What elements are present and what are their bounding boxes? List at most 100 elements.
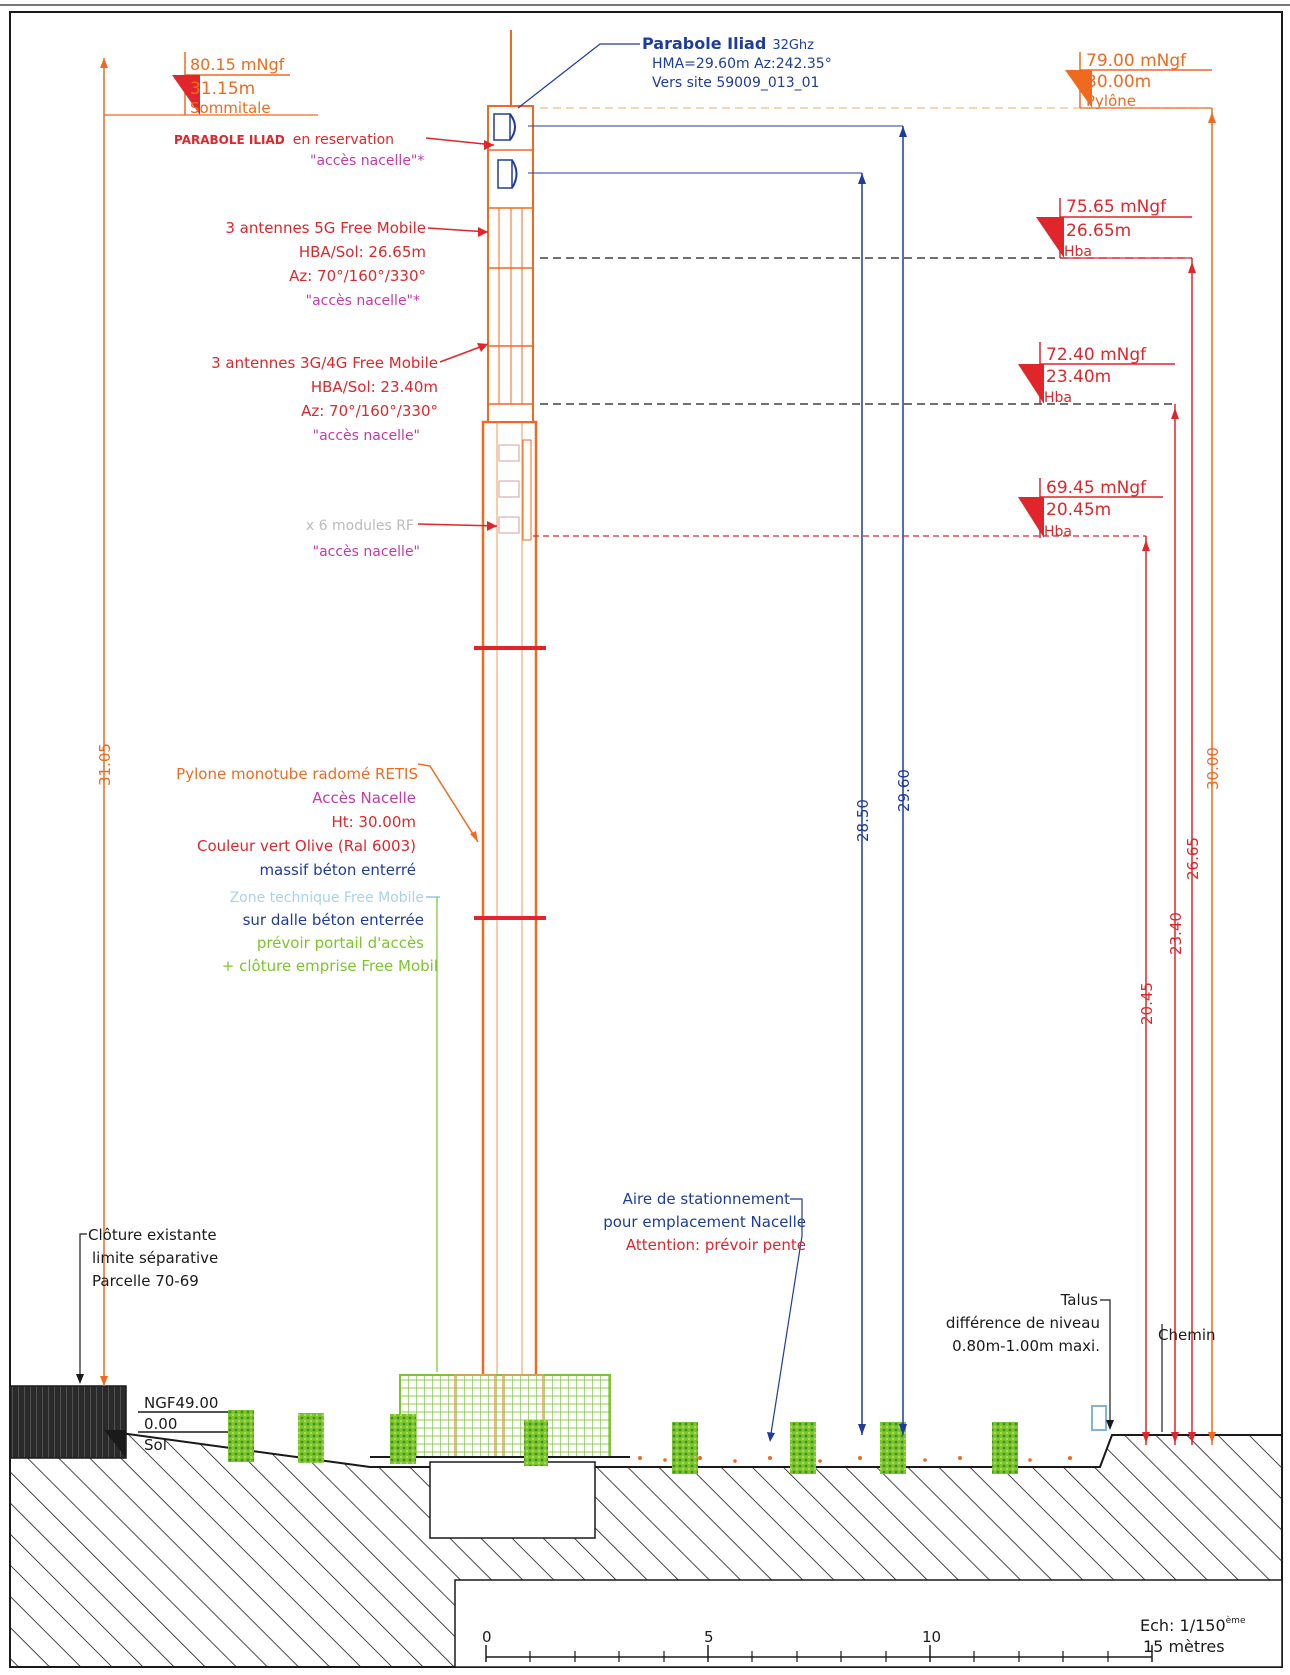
level-hba-4g-height: 23.40m [1046,367,1111,387]
ant5g-line4: "accès nacelle"* [306,293,420,309]
dim-26-65: 26.65 [540,257,1202,1445]
level-hba-rf-ngf: 69.45 mNgf [1046,478,1147,498]
scale-label-5: 5 [704,1628,714,1646]
dim-label-28-50: 28.50 [854,799,872,842]
foundation-block [429,1461,596,1539]
bush [298,1413,324,1463]
bush [790,1422,816,1474]
level-sommitale-label: Sommitale [190,99,271,117]
annotation-talus: Talus différence de niveau 0.80m-1.00m m… [946,1291,1114,1430]
zone-line2: sur dalle béton enterrée [243,911,424,929]
rf-line1: x 6 modules RF [306,518,414,534]
annotation-5g-antennas: 3 antennes 5G Free Mobile HBA/Sol: 26.65… [225,219,489,309]
level-sol: NGF49.00 0.00 Sol [138,1394,228,1454]
talus-line2: différence de niveau [946,1314,1100,1332]
level-sol-label: Sol [144,1436,167,1454]
dim-label-29-60: 29.60 [895,769,913,812]
level-hba-4g: 72.40 mNgf 23.40m Hba [1018,342,1175,406]
rf-line2: "accès nacelle" [313,544,420,560]
scale-ratio: Ech: 1/150ème [1140,1615,1246,1635]
zone-line1: Zone technique Free Mobile [230,890,424,906]
bush [228,1410,254,1462]
dim-23-40: 23.40 [540,403,1185,1445]
aire-line2: pour emplacement Nacelle [603,1213,806,1231]
dim-31-05: 31.05 [96,58,318,1386]
level-pylone-label: Pylône [1086,92,1136,110]
annotation-4g-antennas: 3 antennes 3G/4G Free Mobile HBA/Sol: 23… [211,343,489,444]
scale-label-0: 0 [482,1628,492,1646]
pylon-line3: Ht: 30.00m [331,813,416,831]
level-pylone-height: 30.00m [1086,72,1151,92]
dim-28-50: 28.50 [528,172,872,1435]
bush [390,1414,416,1464]
zone-line4: + clôture emprise Free Mobil [222,957,438,975]
bush [992,1422,1018,1474]
level-hba-4g-label: Hba [1044,390,1072,406]
level-hba-5g-ngf: 75.65 mNgf [1066,197,1167,217]
level-hba-5g-label: Hba [1064,244,1092,260]
zone-line3: prévoir portail d'accès [257,934,424,952]
existing-fence [9,1385,127,1459]
scale-unit: 15 mètres [1143,1637,1225,1656]
pylon-line1: Pylone monotube radomé RETIS [176,765,418,783]
bush [672,1422,698,1474]
parking-area-dots [638,1456,1072,1463]
level-hba-5g: 75.65 mNgf 26.65m Hba [1036,197,1192,260]
level-sol-height: 0.00 [144,1415,177,1433]
cloture-line1: Clôture existante [88,1226,217,1244]
chemin-label: Chemin [1158,1326,1216,1344]
scale-bar: 0 5 10 Ech: 1/150ème 15 mètres [454,1579,1283,1668]
ant4g-line3: Az: 70°/160°/330° [301,402,438,420]
dish-reserved-icon [497,159,518,189]
ant5g-line1: 3 antennes 5G Free Mobile [225,219,426,237]
dim-30-00: 30.00 [540,107,1222,1445]
level-hba-rf: 69.45 mNgf 20.45m Hba [1018,478,1163,540]
level-sommitale-ngf: 80.15 mNgf [190,55,285,74]
rf-modules [498,439,532,541]
dim-29-60: 29.60 [528,125,913,1435]
annotation-pylon: Pylone monotube radomé RETIS Accès Nacel… [176,763,479,879]
dim-label-30-00: 30.00 [1204,747,1222,790]
ant5g-line2: HBA/Sol: 26.65m [299,243,426,261]
level-hba-4g-ngf: 72.40 mNgf [1046,345,1147,365]
ant4g-line4: "accès nacelle" [313,428,420,444]
aire-line1: Aire de stationnement [623,1190,790,1208]
level-sommitale-height: 31.15m [190,79,255,99]
aire-line3: Attention: prévoir pente [626,1236,806,1254]
cloture-line2: limite séparative [92,1249,218,1267]
annotation-zone-technique: Zone technique Free Mobile sur dalle bét… [222,890,440,1372]
talus-line3: 0.80m-1.00m maxi. [952,1337,1100,1355]
bush [524,1420,548,1466]
reservation-access: "accès nacelle"* [310,153,424,169]
level-pylone-ngf: 79.00 mNgf [1086,51,1187,71]
dim-label-20-45: 20.45 [1138,982,1156,1025]
pylon-line5: massif béton enterré [259,861,416,879]
scale-label-10: 10 [922,1628,941,1646]
talus-marker [1091,1405,1107,1431]
dim-label-23-40: 23.40 [1167,912,1185,955]
cloture-line3: Parcelle 70-69 [92,1272,199,1290]
ant4g-line1: 3 antennes 3G/4G Free Mobile [211,354,438,372]
annotation-chemin: Chemin [1158,1324,1216,1432]
talus-line1: Talus [1060,1291,1099,1309]
level-hba-rf-height: 20.45m [1046,500,1111,520]
annotation-rf-modules: x 6 modules RF "accès nacelle" [306,518,498,560]
dish-icon [493,113,516,141]
pylon-line4: Couleur vert Olive (Ral 6003) [197,837,416,855]
annotation-cloture: Clôture existante limite séparative Parc… [76,1226,218,1384]
level-hba-5g-height: 26.65m [1066,221,1131,241]
dim-label-31-05: 31.05 [96,743,114,786]
ant5g-line3: Az: 70°/160°/330° [289,267,426,285]
level-hba-rf-label: Hba [1044,524,1072,540]
pylon [474,30,546,1446]
annotation-aire: Aire de stationnement pour emplacement N… [603,1190,806,1442]
dim-label-26-65: 26.65 [1184,837,1202,880]
ant4g-line2: HBA/Sol: 23.40m [311,378,438,396]
pylon-line2: Accès Nacelle [312,789,416,807]
level-sommitale: 80.15 mNgf 31.15m Sommitale [172,52,290,117]
